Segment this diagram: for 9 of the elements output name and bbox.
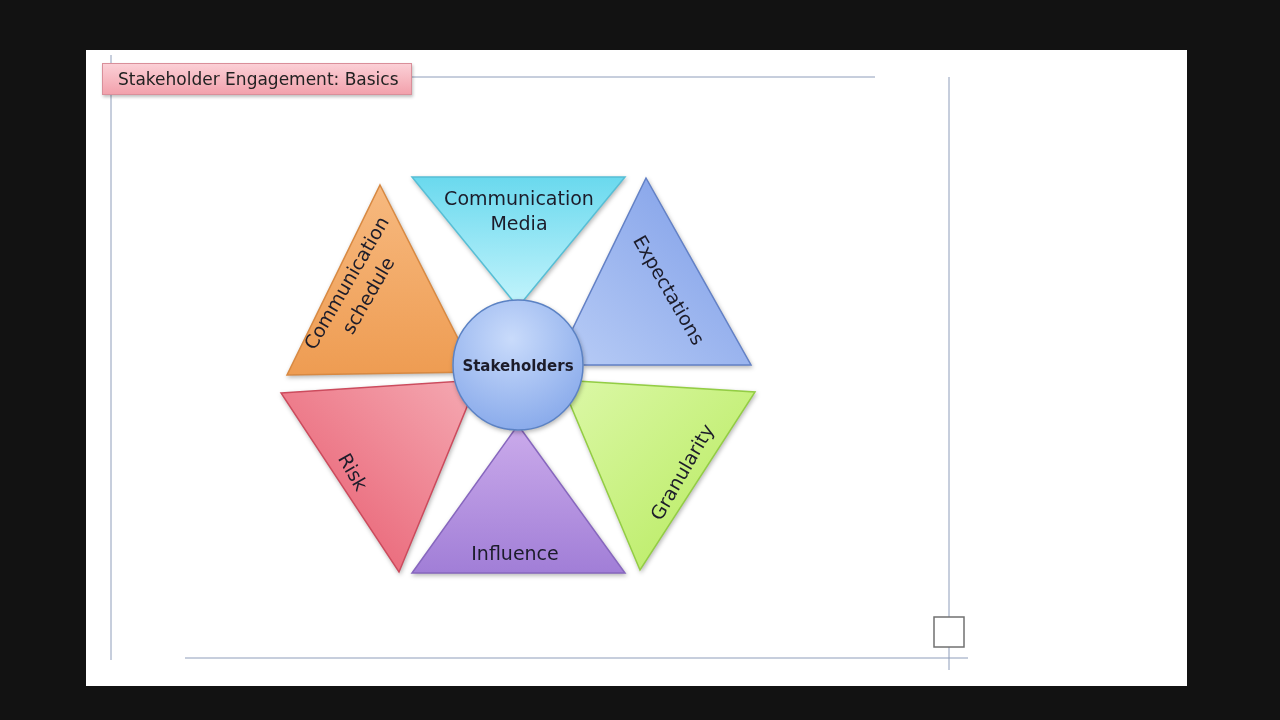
- triangle-segment: [570, 381, 756, 571]
- slide-title: Stakeholder Engagement: Basics: [102, 63, 412, 95]
- triangle-segment: [411, 430, 626, 574]
- segment-label: Communication Media: [444, 186, 594, 236]
- center-label: Stakeholders: [462, 357, 574, 377]
- center-circle: [452, 299, 584, 431]
- segment-label: Influence: [471, 540, 559, 566]
- triangle-segment: [280, 381, 467, 573]
- triangle-segment: [411, 176, 626, 300]
